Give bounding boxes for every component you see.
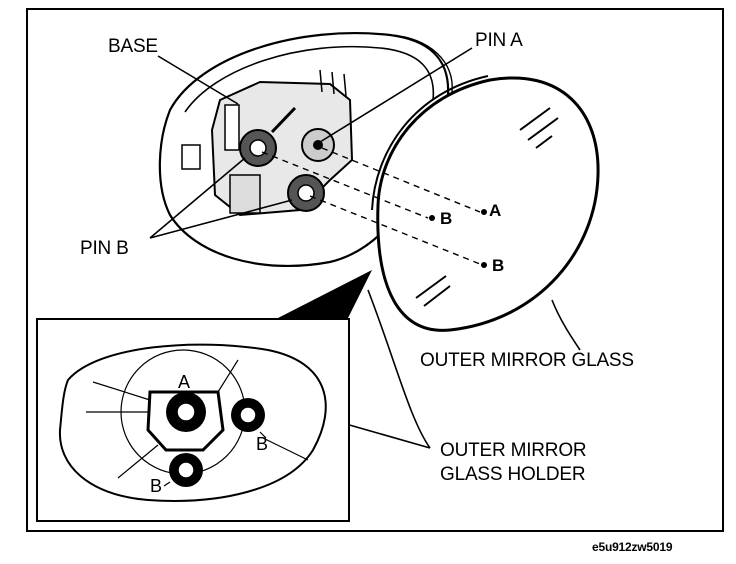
label-pin-b: PIN B — [80, 238, 129, 259]
label-holder-line1: OUTER MIRROR — [440, 440, 587, 461]
base-tab-left — [224, 104, 240, 151]
base-clip — [181, 144, 201, 170]
label-base: BASE — [108, 36, 158, 57]
base-connector — [229, 174, 261, 214]
inset-detail-box: A B B — [36, 318, 350, 522]
label-pin-a: PIN A — [475, 30, 523, 51]
leader-pin-b-2 — [149, 199, 293, 239]
label-glass-b2: B — [492, 256, 505, 275]
glass-point-b2 — [481, 262, 487, 268]
inset-holder-drawing: A B B — [58, 343, 327, 502]
inset-holder-outline — [58, 343, 327, 502]
leader-pin-a — [319, 47, 473, 143]
inset-holder-ribs — [86, 359, 309, 479]
label-holder-line2: GLASS HOLDER — [440, 464, 586, 485]
inset-label-b1: B — [256, 434, 268, 454]
inset-leader-b-right — [259, 431, 267, 439]
leader-base — [157, 55, 239, 105]
outer-mirror-glass — [376, 76, 600, 332]
alignment-line-b1 — [261, 151, 429, 219]
pin-b-upper-center — [249, 139, 267, 157]
glass-point-a — [481, 209, 487, 215]
actuator-arm — [270, 106, 297, 134]
label-glass-b1: B — [440, 209, 453, 228]
leader-outer-mirror-glass — [551, 299, 581, 351]
inset-label-b2: B — [150, 476, 162, 496]
glass-point-b1 — [429, 215, 435, 221]
inset-leader-b-bottom — [163, 481, 171, 487]
pin-b-lower-center — [297, 184, 315, 202]
glass-reflection-top — [519, 107, 559, 149]
label-glass-a: A — [489, 201, 502, 220]
mirror-housing-edge — [389, 34, 453, 93]
figure-code: e5u912zw5019 — [592, 540, 673, 554]
inset-pin-b-bottom-center — [177, 461, 195, 479]
inset-callout — [278, 270, 372, 318]
inset-label-a: A — [178, 372, 190, 392]
inset-pin-a-center — [176, 402, 196, 422]
mirror-housing-rim — [184, 45, 435, 113]
leader-pin-b-1 — [149, 157, 246, 239]
glass-reflection-bottom — [415, 275, 451, 307]
outer-mirror-glass-edge — [371, 75, 489, 211]
alignment-line-b2 — [309, 195, 481, 265]
leader-holder-main — [367, 289, 431, 449]
base-wires — [319, 69, 347, 97]
inset-pin-b-right-center — [239, 406, 257, 424]
label-outer-mirror-glass: OUTER MIRROR GLASS — [420, 350, 634, 371]
